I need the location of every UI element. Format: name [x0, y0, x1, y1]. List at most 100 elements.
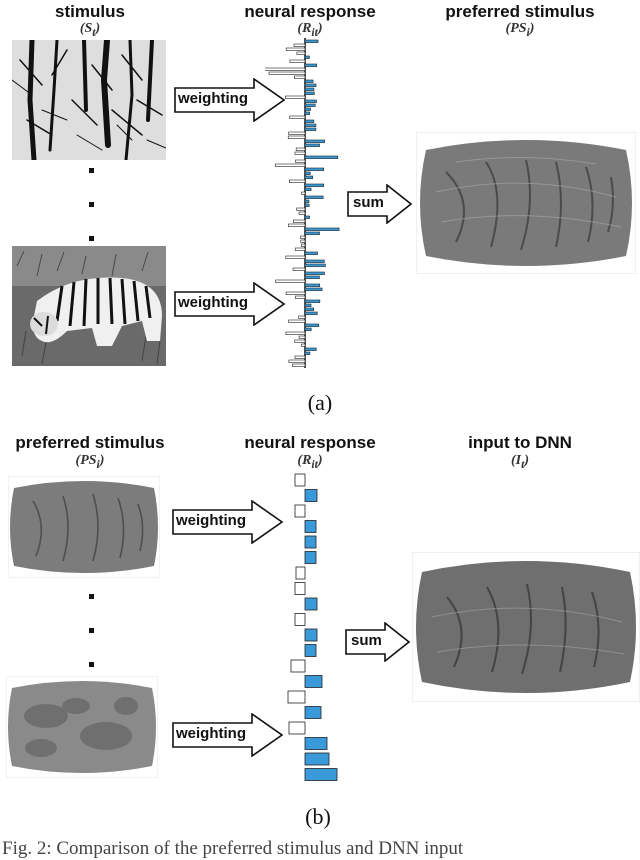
panel-b-label: (b)	[305, 804, 331, 829]
panel-b-preferred-stimulus-1-image	[8, 476, 160, 578]
panel-a-ellipsis-dots	[89, 168, 94, 270]
negative-response-bar	[265, 67, 306, 71]
panel-a-col2-title: neural response	[244, 2, 376, 21]
panel-a-col2-subtitle: (Rit)	[297, 21, 323, 39]
positive-response-bar	[304, 752, 330, 766]
positive-response-bar	[304, 351, 311, 355]
positive-response-bar	[304, 535, 317, 549]
positive-response-bar	[304, 167, 325, 171]
negative-response-bar	[296, 207, 306, 211]
panel-a-col3-title: preferred stimulus	[445, 2, 595, 21]
panel-a-weighting-arrow-2	[174, 282, 286, 326]
positive-response-bar	[304, 271, 325, 275]
positive-response-bar	[304, 103, 316, 107]
negative-response-bar	[294, 355, 306, 359]
positive-response-bar	[304, 123, 317, 127]
negative-response-bar	[294, 613, 306, 626]
positive-response-bar	[304, 299, 321, 303]
negative-response-bar	[298, 315, 306, 319]
panel-a-col1-title: stimulus	[55, 2, 125, 21]
positive-response-bar	[304, 307, 314, 311]
positive-response-bar	[304, 143, 320, 147]
negative-response-bar	[275, 163, 306, 167]
positive-response-bar	[304, 79, 314, 83]
negative-response-bar	[288, 179, 306, 183]
negative-response-bar	[287, 135, 306, 139]
negative-response-bar	[275, 279, 306, 283]
panel-a-col3-subtitle: (PSi)	[505, 21, 535, 39]
panel-b-col3-subtitle: (It)	[510, 453, 530, 471]
positive-response-bar	[304, 347, 317, 351]
negative-response-bar	[285, 47, 306, 51]
negative-response-bar	[295, 566, 306, 580]
panel-a-sum-arrow	[347, 184, 413, 224]
negative-response-bar	[298, 335, 306, 339]
panel-b-input-to-dnn-image	[412, 552, 640, 702]
panel-a-weighting-arrow-1	[174, 78, 286, 122]
panel-b-preferred-stimulus-2-image	[6, 676, 158, 778]
positive-response-bar	[304, 323, 320, 327]
negative-response-bar	[298, 211, 306, 215]
positive-response-bar	[304, 311, 318, 315]
panel-b-col2-title: neural response	[244, 433, 376, 452]
positive-response-bar	[304, 597, 318, 611]
positive-response-bar	[304, 175, 314, 179]
positive-response-bar	[304, 251, 318, 255]
positive-response-bar	[304, 195, 324, 199]
positive-response-bar	[304, 706, 322, 719]
positive-response-bar	[304, 111, 310, 115]
figure-caption: Fig. 2: Comparison of the preferred stim…	[2, 838, 464, 859]
negative-response-bar	[285, 331, 306, 335]
positive-response-bar	[304, 203, 310, 207]
positive-response-bar	[304, 39, 319, 43]
positive-response-bar	[304, 283, 321, 287]
negative-response-bar	[301, 243, 306, 247]
panel-b-weighting-arrow-1	[172, 500, 284, 544]
negative-response-bar	[293, 43, 306, 47]
negative-response-bar	[294, 75, 306, 79]
positive-response-bar	[304, 628, 318, 642]
panel-b-ellipsis-dots	[89, 594, 94, 696]
panel-b-weighting-arrow-2	[172, 713, 284, 757]
negative-response-bar	[288, 223, 306, 227]
positive-response-bar	[304, 171, 311, 175]
panel-a-sum-label: sum	[353, 194, 384, 211]
negative-response-bar	[289, 59, 306, 63]
positive-response-bar	[304, 275, 320, 279]
positive-response-bar	[304, 287, 323, 291]
positive-response-bar	[304, 215, 310, 219]
negative-response-bar	[287, 690, 306, 704]
positive-response-bar	[304, 55, 310, 59]
positive-response-bar	[304, 199, 310, 203]
negative-response-bar	[292, 267, 306, 271]
negative-response-bar	[300, 239, 306, 243]
positive-response-bar	[304, 231, 320, 235]
positive-response-bar	[304, 91, 315, 95]
panel-a-weighting-label-2: weighting	[178, 294, 248, 311]
positive-response-bar	[304, 551, 317, 564]
negative-response-bar	[288, 131, 306, 135]
panel-b-col1-subtitle: (PSi)	[75, 453, 105, 471]
negative-response-bar	[295, 147, 306, 151]
negative-response-bar	[293, 219, 306, 223]
panel-a-col1-subtitle: (St)	[79, 21, 101, 39]
negative-response-bar	[288, 319, 306, 323]
negative-response-bar	[301, 191, 306, 195]
panel-b-weighting-label-2: weighting	[176, 725, 246, 742]
positive-response-bar	[304, 520, 317, 533]
negative-response-bar	[300, 235, 306, 239]
panel-b-col3-title: input to DNN	[468, 433, 572, 452]
panel-a-neural-response-chart	[265, 38, 340, 368]
positive-response-bar	[304, 119, 315, 123]
negative-response-bar	[301, 343, 306, 347]
positive-response-bar	[304, 227, 340, 231]
negative-response-bar	[285, 255, 306, 259]
panel-b-sum-arrow	[345, 622, 411, 662]
positive-response-bar	[304, 675, 323, 688]
stimulus-trees-image	[12, 40, 166, 160]
negative-response-bar	[294, 151, 306, 155]
panel-a-weighting-label-1: weighting	[178, 90, 248, 107]
negative-response-bar	[294, 339, 306, 343]
negative-response-bar	[295, 159, 306, 163]
positive-response-bar	[304, 489, 318, 502]
